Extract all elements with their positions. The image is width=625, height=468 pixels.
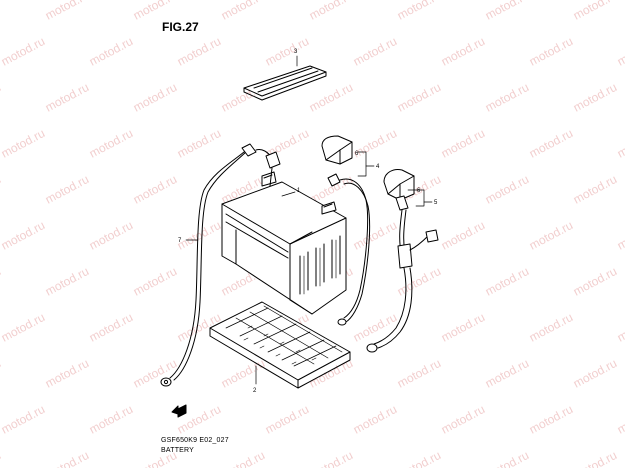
callout-cap-a: 6 (355, 151, 359, 157)
callout-cap-b: 6 (417, 188, 421, 194)
callout-cable-minus: 5 (434, 200, 438, 206)
callout-labels: 3 1 2 6 4 6 5 7 (178, 49, 438, 394)
terminal-cap-minus (383, 169, 415, 201)
battery-cable-minus (366, 195, 439, 353)
battery-band (243, 65, 327, 101)
battery-tray (209, 301, 351, 389)
leader-lines (185, 55, 433, 385)
figure-code: GSF650K9 E02_027 (161, 437, 229, 444)
terminal-cap-plus (321, 135, 353, 165)
callout-lead: 7 (178, 238, 182, 244)
front-direction-arrow (171, 404, 187, 418)
callout-battery: 1 (297, 188, 301, 194)
figure-name: BATTERY (161, 447, 195, 454)
callout-tray: 2 (253, 388, 257, 394)
callout-band: 3 (294, 49, 298, 55)
battery (221, 171, 347, 315)
battery-cable-plus (327, 173, 371, 326)
watermark-text: motod.ru (0, 448, 3, 468)
callout-cable-plus: 4 (376, 164, 380, 170)
figure-title: FIG.27 (162, 20, 199, 34)
ground-lead (160, 143, 281, 387)
